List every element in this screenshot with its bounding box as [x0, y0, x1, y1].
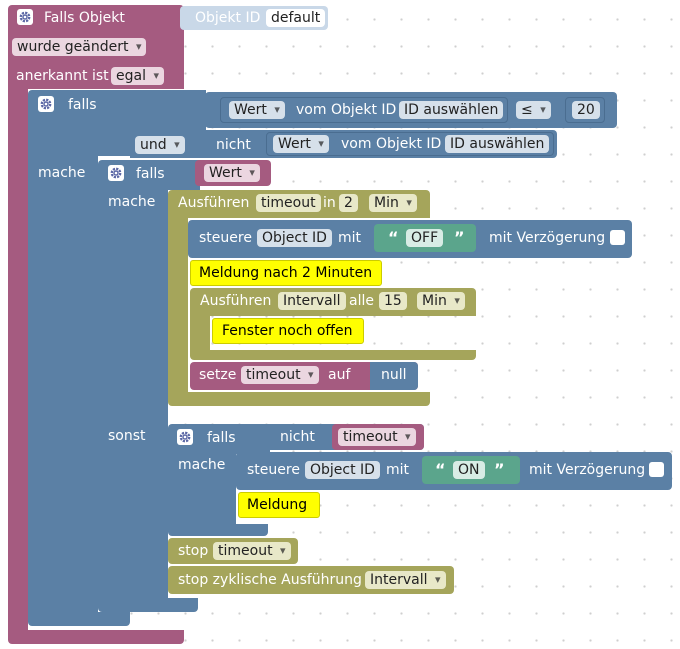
quote-open-icon: “: [435, 460, 446, 479]
if3-mache-label: mache: [178, 457, 226, 473]
timeout-bottom: [168, 392, 430, 406]
if2-sonst-label: sonst: [108, 428, 146, 444]
null-value: null: [381, 367, 407, 383]
stop-cyclic-var-dropdown[interactable]: Intervall: [365, 571, 446, 589]
timeout-unit-dropdown[interactable]: Min: [369, 194, 417, 212]
quote-close-icon: ”: [454, 228, 465, 247]
stop-var-dropdown[interactable]: timeout: [213, 542, 291, 560]
value-dropdown-2[interactable]: Wert: [273, 135, 329, 153]
id-select-field[interactable]: ID auswählen: [399, 101, 504, 119]
delay-checkbox[interactable]: [610, 230, 625, 245]
interval-name-field[interactable]: Intervall: [278, 292, 346, 310]
if1-head-ext: [128, 90, 206, 130]
changed-dropdown[interactable]: wurde geändert: [12, 38, 147, 56]
ack-label: anerkannt ist: [16, 68, 109, 84]
stop-cyclic-label: stop zyklische Ausführung: [178, 572, 362, 588]
message-1-block[interactable]: [190, 260, 382, 286]
gear-icon[interactable]: [38, 96, 54, 112]
mit-verzoegerung-label: mit Verzögerung: [489, 230, 606, 246]
interval-ausfuehren-label: Ausführen: [200, 293, 272, 309]
if3-spine: [168, 452, 236, 530]
nicht-label: nicht: [216, 137, 251, 153]
setze-label: setze: [199, 367, 237, 383]
if1-spine: [28, 155, 98, 615]
delay-checkbox-2[interactable]: [649, 462, 664, 477]
stop-label: stop: [178, 543, 209, 559]
if2-spine: [98, 188, 168, 608]
message-2-block[interactable]: [212, 318, 364, 344]
mit-label-2: mit: [386, 462, 410, 478]
object-id-field-2[interactable]: Object ID: [305, 461, 380, 479]
number-field[interactable]: 20: [572, 101, 600, 119]
in-label: in: [323, 195, 336, 211]
steuere-label: steuere: [199, 230, 252, 246]
nicht-label-2: nicht: [280, 429, 315, 445]
ack-dropdown[interactable]: egal: [111, 67, 164, 85]
if3-falls-label: falls: [207, 430, 236, 446]
quote-open-icon: “: [388, 228, 399, 247]
if1-falls-label: falls: [68, 97, 97, 113]
setze-var-dropdown[interactable]: timeout: [241, 366, 319, 384]
interval-bottom: [190, 350, 476, 360]
objekt-id-value[interactable]: default: [266, 9, 326, 27]
vom-objekt-label-2: vom Objekt ID: [341, 136, 442, 152]
objekt-id-label: Objekt ID: [195, 10, 261, 26]
id-select-field-2[interactable]: ID auswählen: [445, 135, 550, 153]
mit-label: mit: [338, 230, 362, 246]
object-id-field[interactable]: Object ID: [257, 229, 332, 247]
alle-label: alle: [349, 293, 374, 309]
and-dropdown[interactable]: und: [135, 136, 185, 154]
null-block[interactable]: [370, 362, 418, 390]
value-dropdown[interactable]: Wert: [229, 101, 285, 119]
timeout-spine: [168, 216, 188, 396]
vom-objekt-label: vom Objekt ID: [296, 102, 397, 118]
if3-bottom: [168, 524, 268, 536]
event-block-bottom: [8, 630, 184, 644]
message-3-text: Meldung: [247, 497, 308, 513]
if1-bottom: [28, 612, 130, 626]
if2-mache-label: mache: [108, 194, 156, 210]
event-block-spine: [8, 88, 28, 633]
timeout-amount-field[interactable]: 2: [339, 194, 358, 212]
text-on-field[interactable]: ON: [453, 461, 485, 479]
if1-mache-label: mache: [38, 165, 86, 181]
message-3-block[interactable]: [238, 492, 320, 518]
steuere-label-2: steuere: [247, 462, 300, 478]
quote-close-icon: ”: [494, 460, 505, 479]
interval-unit-dropdown[interactable]: Min: [417, 292, 465, 310]
compare-dropdown[interactable]: ≤: [516, 101, 551, 119]
interval-amount-field[interactable]: 15: [379, 292, 407, 310]
message-2-text: Fenster noch offen: [222, 323, 353, 339]
ausfuehren-label: Ausführen: [178, 195, 250, 211]
if2-falls-label: falls: [136, 166, 165, 182]
gear-icon[interactable]: [17, 9, 33, 25]
gear-icon[interactable]: [177, 429, 193, 445]
interval-spine: [190, 314, 210, 352]
auf-label: auf: [328, 367, 351, 383]
gear-icon[interactable]: [108, 165, 124, 181]
message-1-text: Meldung nach 2 Minuten: [199, 265, 373, 281]
mit-verzoegerung-label-2: mit Verzögerung: [529, 462, 646, 478]
text-off-field[interactable]: OFF: [406, 229, 444, 247]
if2-bottom: [98, 598, 198, 612]
var-timeout-dropdown[interactable]: timeout: [338, 428, 416, 446]
timeout-name-field[interactable]: timeout: [256, 194, 321, 212]
event-title: Falls Objekt: [44, 10, 125, 26]
var-wert-dropdown[interactable]: Wert: [204, 164, 260, 182]
